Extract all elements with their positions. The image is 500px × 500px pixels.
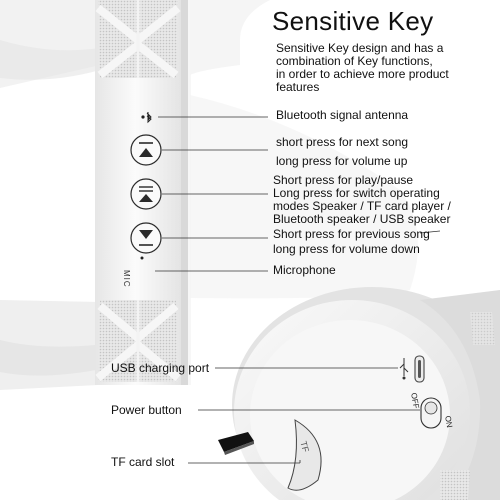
tf-slot [287, 419, 322, 491]
description-line: in order to achieve more product [276, 67, 449, 81]
switch-on-label: ON [443, 415, 455, 429]
bluetooth-icon [141, 112, 152, 124]
top-right-cap [190, 0, 270, 75]
tf-card [218, 432, 254, 455]
usb-port-label: USB charging port [111, 361, 210, 375]
next-long-label: long press for volume up [276, 154, 408, 168]
microphone-label: Microphone [273, 263, 336, 277]
top-grille [95, 0, 181, 79]
leader-lines [155, 116, 441, 272]
next-track-icon[interactable] [130, 134, 162, 166]
bluetooth-antenna-label: Bluetooth signal antenna [276, 108, 409, 122]
play-pause-label: Short press for play/pause Long press fo… [273, 174, 451, 226]
play-pause-line: Short press for play/pause [273, 173, 414, 187]
previous-track-icon[interactable] [130, 222, 162, 254]
description-line: Sensitive Key design and has a [276, 41, 444, 55]
description-block: Sensitive Key design and has a combinati… [276, 42, 449, 94]
usb-port [414, 355, 425, 383]
speaker-end-cap [232, 287, 500, 500]
top-speaker [0, 0, 104, 88]
play-pause-line: modes Speaker / TF card player / [273, 199, 451, 213]
next-short-label: short press for next song [276, 135, 409, 149]
prev-long-label: long press for volume down [273, 242, 420, 256]
play-pause-icon[interactable] [130, 178, 162, 210]
power-switch[interactable] [420, 397, 442, 429]
leader-lines-lower [188, 367, 420, 464]
description-line: features [276, 80, 320, 94]
usb-icon [399, 358, 409, 380]
bottom-grille [95, 300, 181, 382]
prev-short-label: Short press for previous song [273, 227, 430, 241]
power-button-label: Power button [111, 403, 182, 417]
description-line: combination of Key functions, [276, 54, 433, 68]
mic-hole [140, 256, 144, 260]
play-pause-line: Bluetooth speaker / USB speaker [273, 212, 451, 226]
play-pause-line: Long press for switch operating [273, 186, 440, 200]
mic-label: MIC [122, 270, 131, 288]
tf-slot-callout: TF card slot [111, 455, 175, 469]
page-title: Sensitive Key [272, 6, 434, 36]
bottom-speaker [0, 300, 104, 390]
